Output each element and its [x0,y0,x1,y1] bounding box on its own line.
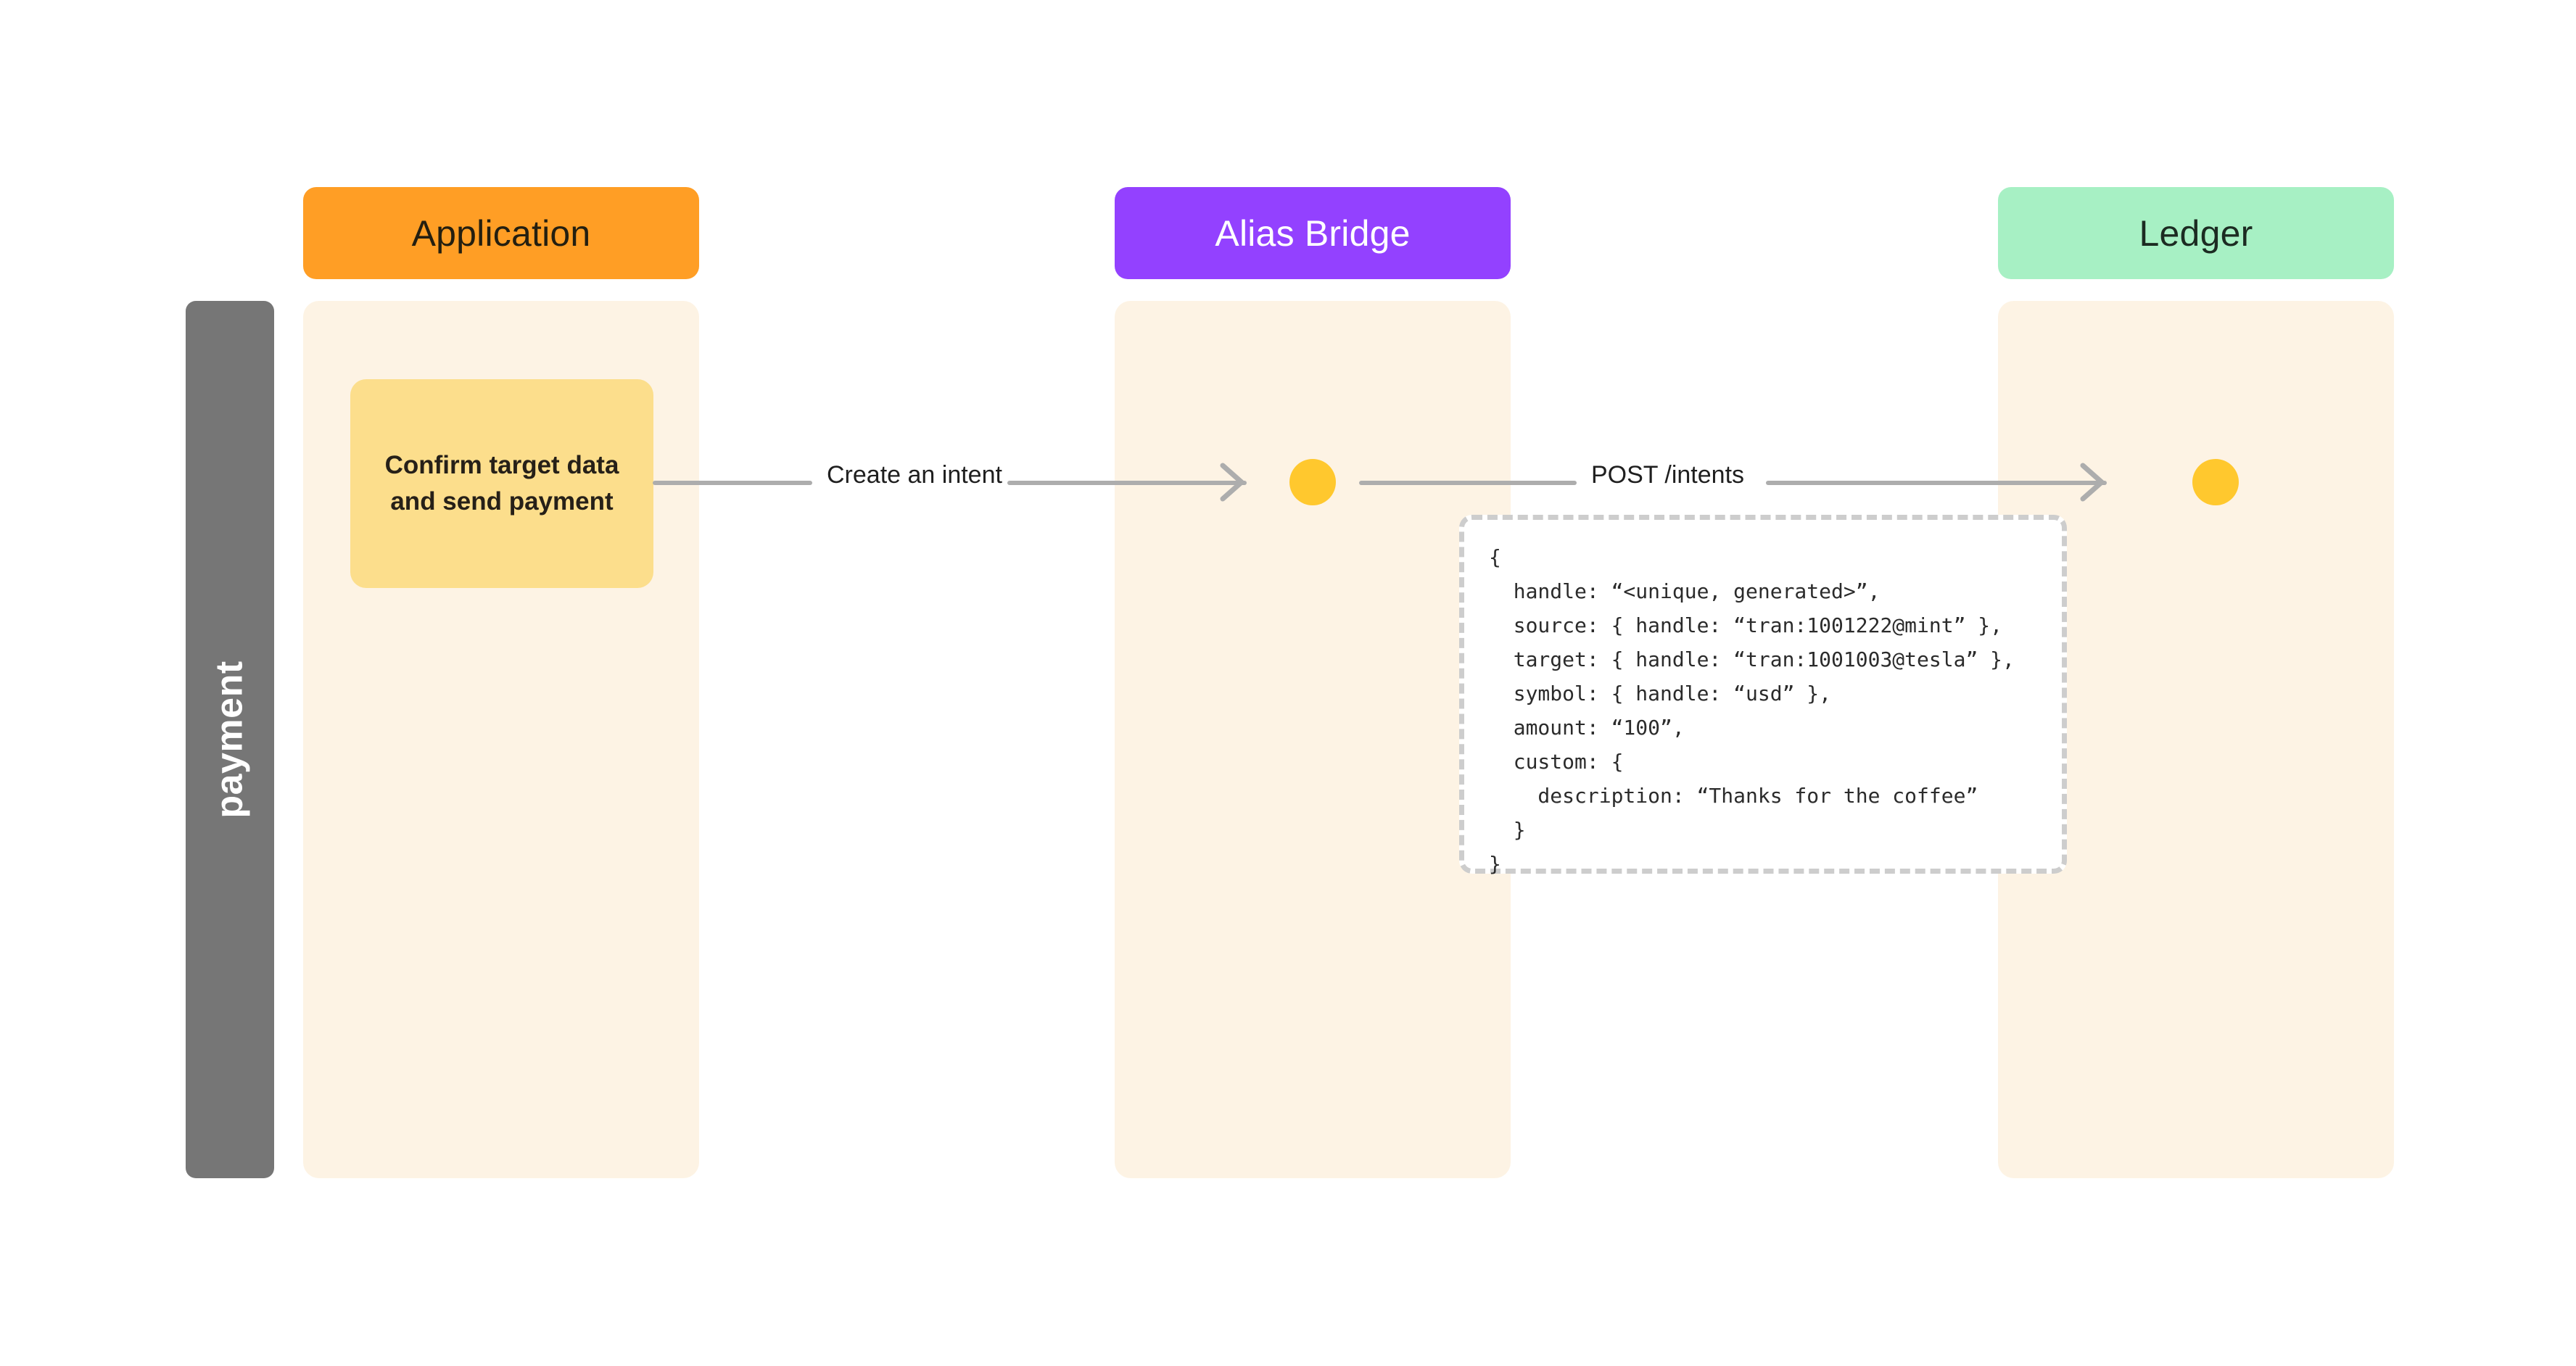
intent-payload-box: { handle: “<unique, generated>”, source:… [1459,515,2067,876]
lane-header-application[interactable]: Application [303,187,699,279]
arrowhead-icon [1220,463,1244,502]
lane-header-ledger[interactable]: Ledger [1998,187,2394,279]
task-card-label: Confirm target data and send payment [384,451,619,516]
intent-payload-code: { handle: “<unique, generated>”, source:… [1489,545,2015,877]
task-card-confirm-and-send[interactable]: Confirm target data and send payment [350,379,653,588]
connector-post-intents: POST /intents [1359,453,2193,511]
node-dot-ledger[interactable] [2192,459,2239,505]
connector-line-segment-right [1007,481,1247,485]
arrowhead-icon [2080,463,2105,502]
lane-header-alias-bridge[interactable]: Alias Bridge [1115,187,1511,279]
lane-title-alias-bridge: Alias Bridge [1215,212,1411,254]
phase-bar-label: payment [209,661,251,819]
lane-title-ledger: Ledger [2139,212,2253,254]
connector-line-segment-right [1766,481,2107,485]
lane-title-application: Application [411,212,591,254]
phase-bar-payment[interactable]: payment [186,301,274,1178]
connector-label-post-intents: POST /intents [1591,461,1745,489]
connector-line-segment-left [1359,481,1577,485]
node-dot-alias-bridge[interactable] [1289,459,1336,505]
connector-label-create-intent: Create an intent [827,461,1002,489]
connector-line-segment-left [653,481,812,485]
lane-body-alias-bridge [1115,301,1511,1178]
connector-create-intent: Create an intent [653,453,1305,511]
